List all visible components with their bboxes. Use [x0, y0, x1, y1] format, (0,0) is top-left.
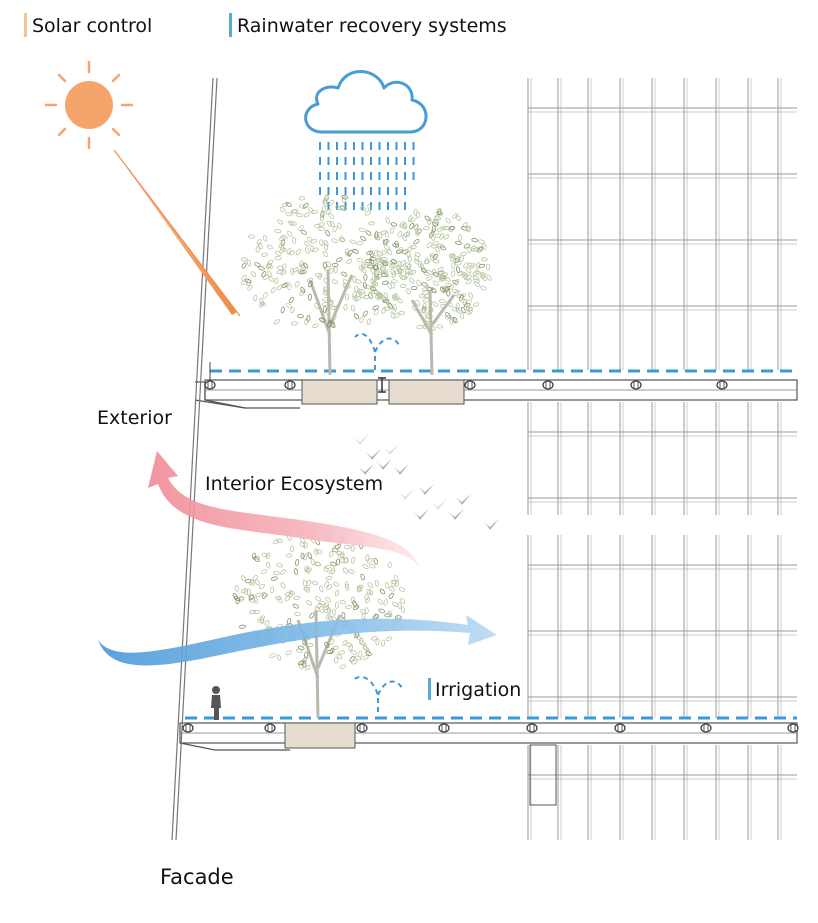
sun-icon — [44, 60, 134, 150]
warm-air-arrow — [148, 451, 420, 568]
slab-bolts — [182, 380, 799, 733]
irrigation-marker — [428, 678, 431, 700]
planter-box — [301, 379, 378, 405]
birds-group — [352, 434, 499, 530]
rain-drops — [319, 142, 415, 210]
legend: Solar control Rainwater recovery systems — [24, 13, 507, 37]
irrigation-spray — [352, 333, 404, 712]
legend-item-rainwater: Rainwater recovery systems — [229, 13, 507, 37]
legend-item-solar: Solar control — [24, 13, 152, 37]
lower-slab — [179, 716, 798, 751]
person-icon — [211, 686, 221, 720]
planter-box — [284, 722, 356, 749]
cool-air-arrow — [98, 615, 497, 666]
tree-icon — [367, 208, 492, 376]
sun-ray-arrow — [113, 149, 241, 317]
upper-slab — [194, 362, 798, 409]
planter-box — [388, 379, 465, 405]
cloud-icon — [304, 70, 428, 134]
label-interior-ecosystem: Interior Ecosystem — [205, 473, 383, 495]
label-irrigation: Irrigation — [435, 679, 521, 701]
legend-swatch-rainwater — [229, 13, 232, 37]
legend-label-rainwater: Rainwater recovery systems — [237, 15, 507, 37]
building-grid — [527, 78, 797, 840]
facade-line — [171, 77, 218, 841]
legend-swatch-solar — [24, 13, 27, 37]
label-facade: Facade — [160, 865, 234, 889]
legend-label-solar: Solar control — [32, 15, 152, 37]
label-exterior: Exterior — [97, 407, 172, 429]
tree-icon — [240, 194, 412, 376]
